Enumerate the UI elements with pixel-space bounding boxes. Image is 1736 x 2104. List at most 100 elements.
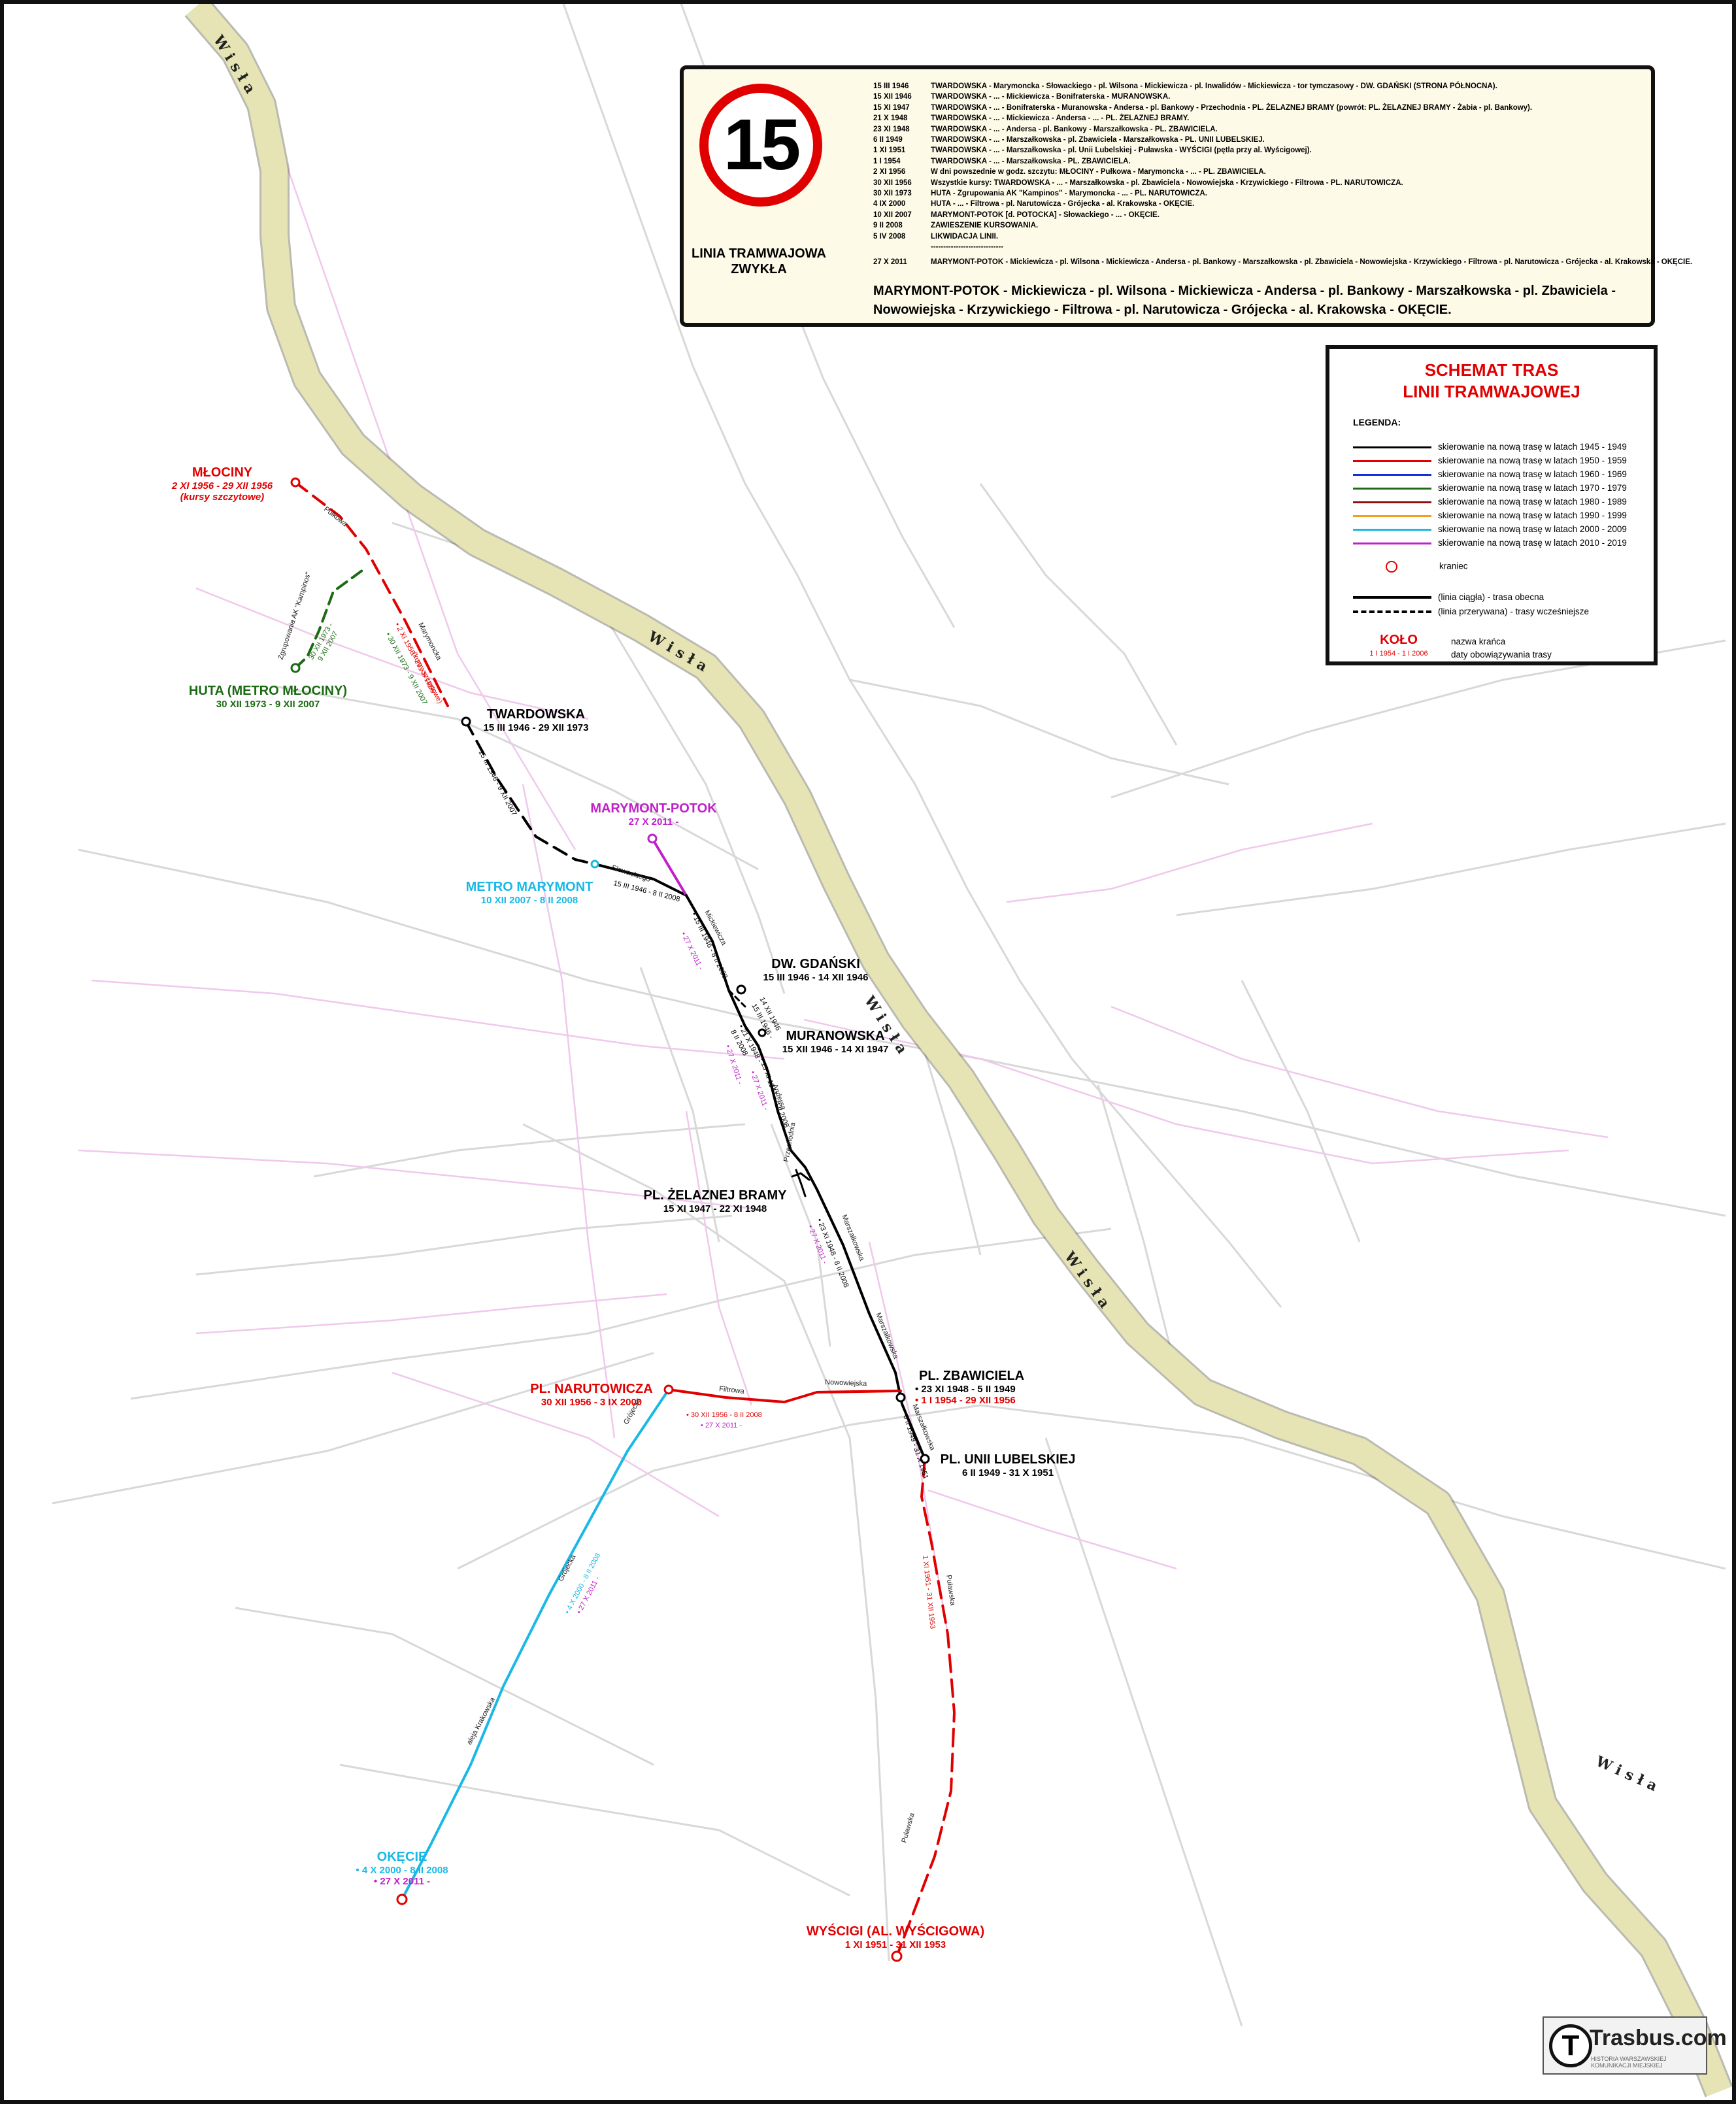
color-line-icon bbox=[1353, 542, 1431, 544]
route-grojecka bbox=[401, 1388, 670, 1901]
terminus-label-unii-lubelskiej: PL. UNII LUBELSKIEJ 6 II 1949 - 31 X 195… bbox=[936, 1452, 1080, 1478]
terminus-name: MARYMONT-POTOK bbox=[590, 801, 717, 816]
terminus-dates: 2 XI 1956 - 29 XII 1956 bbox=[171, 480, 273, 492]
terminus-marker-twardowska bbox=[461, 716, 471, 727]
line-number-badge: 15 bbox=[699, 84, 822, 207]
history-date: 15 XII 1946 bbox=[873, 93, 912, 101]
terminus-dates: 27 X 2011 - bbox=[628, 816, 679, 827]
color-line-icon bbox=[1353, 446, 1431, 448]
history-row: ----------------------------- bbox=[873, 242, 1692, 252]
current-route-line-2: Nowowiejska - Krzywickiego - Filtrowa - … bbox=[873, 303, 1452, 317]
history-text: TWARDOWSKA - ... - Mickiewicza - Bonifra… bbox=[931, 93, 1171, 101]
line-type-title-1: LINIA TRAMWAJOWA bbox=[692, 246, 826, 261]
history-date: 21 X 1948 bbox=[873, 114, 908, 123]
history-date: 5 IV 2008 bbox=[873, 232, 906, 241]
legend-decade-label: skierowanie na nową trasę w latach 1990 … bbox=[1438, 510, 1627, 520]
legend-decade-row: skierowanie na nową trasę w latach 2010 … bbox=[1353, 537, 1627, 550]
terminus-marker-muranowska bbox=[758, 1028, 767, 1037]
terminus-dates-2: • 1 I 1954 - 29 XII 1956 bbox=[915, 1395, 1016, 1407]
route-mlociny bbox=[294, 481, 449, 707]
color-line-icon bbox=[1353, 487, 1431, 490]
line-number: 15 bbox=[723, 105, 801, 185]
history-text: Wszystkie kursy: TWARDOWSKA - ... - Mars… bbox=[931, 178, 1403, 187]
color-line-icon bbox=[1353, 528, 1431, 531]
terminus-marker-dw-gdanski bbox=[736, 984, 746, 995]
color-line-icon bbox=[1353, 514, 1431, 517]
route-dw-gdanski bbox=[727, 989, 746, 1008]
current-route-line-1: MARYMONT-POTOK - Mickiewicza - pl. Wilso… bbox=[873, 284, 1616, 298]
legend-decade-row: skierowanie na nową trasę w latach 1945 … bbox=[1353, 441, 1627, 454]
legend-decade-label: skierowanie na nową trasę w latach 2000 … bbox=[1438, 524, 1627, 534]
terminus-marker-okecie bbox=[396, 1894, 408, 1905]
terminus-label-okecie: OKĘCIE • 4 X 2000 - 8 II 2008 • 27 X 201… bbox=[327, 1850, 477, 1888]
terminus-name: DW. GDAŃSKI bbox=[771, 957, 860, 971]
legend-decade-label: skierowanie na nową trasę w latach 1970 … bbox=[1438, 483, 1627, 493]
tram-network-background bbox=[78, 130, 1609, 1635]
terminus-name: PL. NARUTOWICZA bbox=[530, 1382, 653, 1396]
legend-title-2: LINII TRAMWAJOWEJ bbox=[1403, 381, 1580, 401]
legend-example-name: KOŁO bbox=[1380, 633, 1418, 647]
history-row: 23 XI 1948 TWARDOWSKA - ... - Andersa - p… bbox=[873, 124, 1692, 135]
trasbus-logo-name: Trasbus.com bbox=[1590, 2026, 1727, 2050]
history-text: W dni powszednie w godz. szczytu: MŁOCIN… bbox=[931, 168, 1266, 176]
terminus-label-zelaznej-bramy: PL. ŻELAZNEJ BRAMY 15 XI 1947 - 22 XI 19… bbox=[643, 1188, 787, 1214]
terminus-dates-2: • 27 X 2011 - bbox=[373, 1876, 431, 1888]
legend-decade-label: skierowanie na nową trasę w latach 2010 … bbox=[1438, 538, 1627, 548]
legend-example-dates: 1 I 1954 - 1 I 2006 bbox=[1369, 650, 1428, 658]
terminus-marker-huta bbox=[290, 663, 301, 673]
terminus-label-twardowska: TWARDOWSKA 15 III 1946 - 29 XII 1973 bbox=[471, 707, 601, 733]
terminus-label-muranowska: MURANOWSKA 15 XII 1946 - 14 XI 1947 bbox=[770, 1029, 901, 1055]
legend-decade-row: skierowanie na nową trasę w latach 1950 … bbox=[1353, 454, 1627, 467]
terminus-name: MURANOWSKA bbox=[786, 1029, 885, 1043]
current-route: MARYMONT-POTOK - Mickiewicza - pl. Wilso… bbox=[873, 282, 1644, 320]
history-text: ZAWIESZENIE KURSOWANIA. bbox=[931, 222, 1039, 230]
legend-terminus-label: kraniec bbox=[1439, 561, 1468, 571]
legend-decade-label: skierowanie na nową trasę w latach 1950 … bbox=[1438, 456, 1627, 465]
legend-decade-label: skierowanie na nową trasę w latach 1945 … bbox=[1438, 442, 1627, 452]
history-date: 23 XI 1948 bbox=[873, 125, 910, 133]
history-text: TWARDOWSKA - Marymoncka - Słowackiego - … bbox=[931, 82, 1497, 90]
legend-dashed: (linia przerywana) - trasy wcześniejsze bbox=[1353, 605, 1589, 618]
line-type-title-2: ZWYKŁA bbox=[731, 262, 787, 276]
solid-line-icon bbox=[1353, 596, 1431, 599]
terminus-marker-metro-marymont bbox=[590, 860, 599, 869]
terminus-marker-marymont-potok bbox=[647, 833, 658, 844]
route-marymont-potok bbox=[651, 837, 688, 897]
terminus-name: PL. ŻELAZNEJ BRAMY bbox=[643, 1188, 787, 1203]
terminus-marker-zbawiciela bbox=[895, 1392, 906, 1403]
history-date: 2 XI 1956 bbox=[873, 168, 906, 176]
dashed-line-icon bbox=[1353, 610, 1431, 614]
legend-solid: (linia ciągła) - trasa obecna bbox=[1353, 591, 1544, 604]
terminus-marker-unii-lubelskiej bbox=[920, 1454, 930, 1464]
route-pulawska bbox=[895, 1458, 956, 1958]
history-date: 1 XI 1951 bbox=[873, 146, 906, 155]
legend-decade-row: skierowanie na nową trasę w latach 1960 … bbox=[1353, 468, 1627, 481]
legend-decade-label: skierowanie na nową trasę w latach 1960 … bbox=[1438, 469, 1627, 479]
legend-decade-row: skierowanie na nową trasę w latach 1980 … bbox=[1353, 495, 1627, 509]
color-line-icon bbox=[1353, 473, 1431, 476]
history-text: TWARDOWSKA - ... - Mickiewicza - Andersa… bbox=[931, 114, 1190, 123]
history-row: 15 XII 1946 TWARDOWSKA - ... - Mickiewicz… bbox=[873, 92, 1692, 102]
history-text: MARYMONT-POTOK - Mickiewicza - pl. Wilso… bbox=[931, 258, 1693, 266]
history-date: 4 IX 2000 bbox=[873, 200, 906, 209]
history-date: 6 II 1949 bbox=[873, 136, 903, 144]
history-text: HUTA - Zgrupowania AK "Kampinos" - Marym… bbox=[931, 190, 1208, 198]
terminus-dates: 1 XI 1951 - 31 XII 1953 bbox=[844, 1939, 946, 1950]
history-date: 30 XII 1956 bbox=[873, 178, 912, 187]
terminus-circle-icon bbox=[1386, 561, 1397, 573]
history-date: 1 I 1954 bbox=[873, 157, 901, 165]
route-unii-lubelskiej bbox=[901, 1403, 926, 1460]
legend-heading: LEGENDA: bbox=[1353, 417, 1401, 427]
history-date: 9 II 2008 bbox=[873, 222, 903, 230]
terminus-marker-mlociny bbox=[290, 477, 301, 488]
route-date-filtrowa-purple: • 27 X 2011 - bbox=[701, 1422, 742, 1429]
route-mickiewicza bbox=[685, 894, 926, 1460]
history-text: TWARDOWSKA - ... - Andersa - pl. Bankowy… bbox=[931, 125, 1218, 133]
street-label-nowowiejska: Nowowiejska bbox=[825, 1378, 867, 1388]
route-huta bbox=[294, 567, 366, 669]
route-zelaznej-bramy bbox=[791, 1169, 810, 1197]
